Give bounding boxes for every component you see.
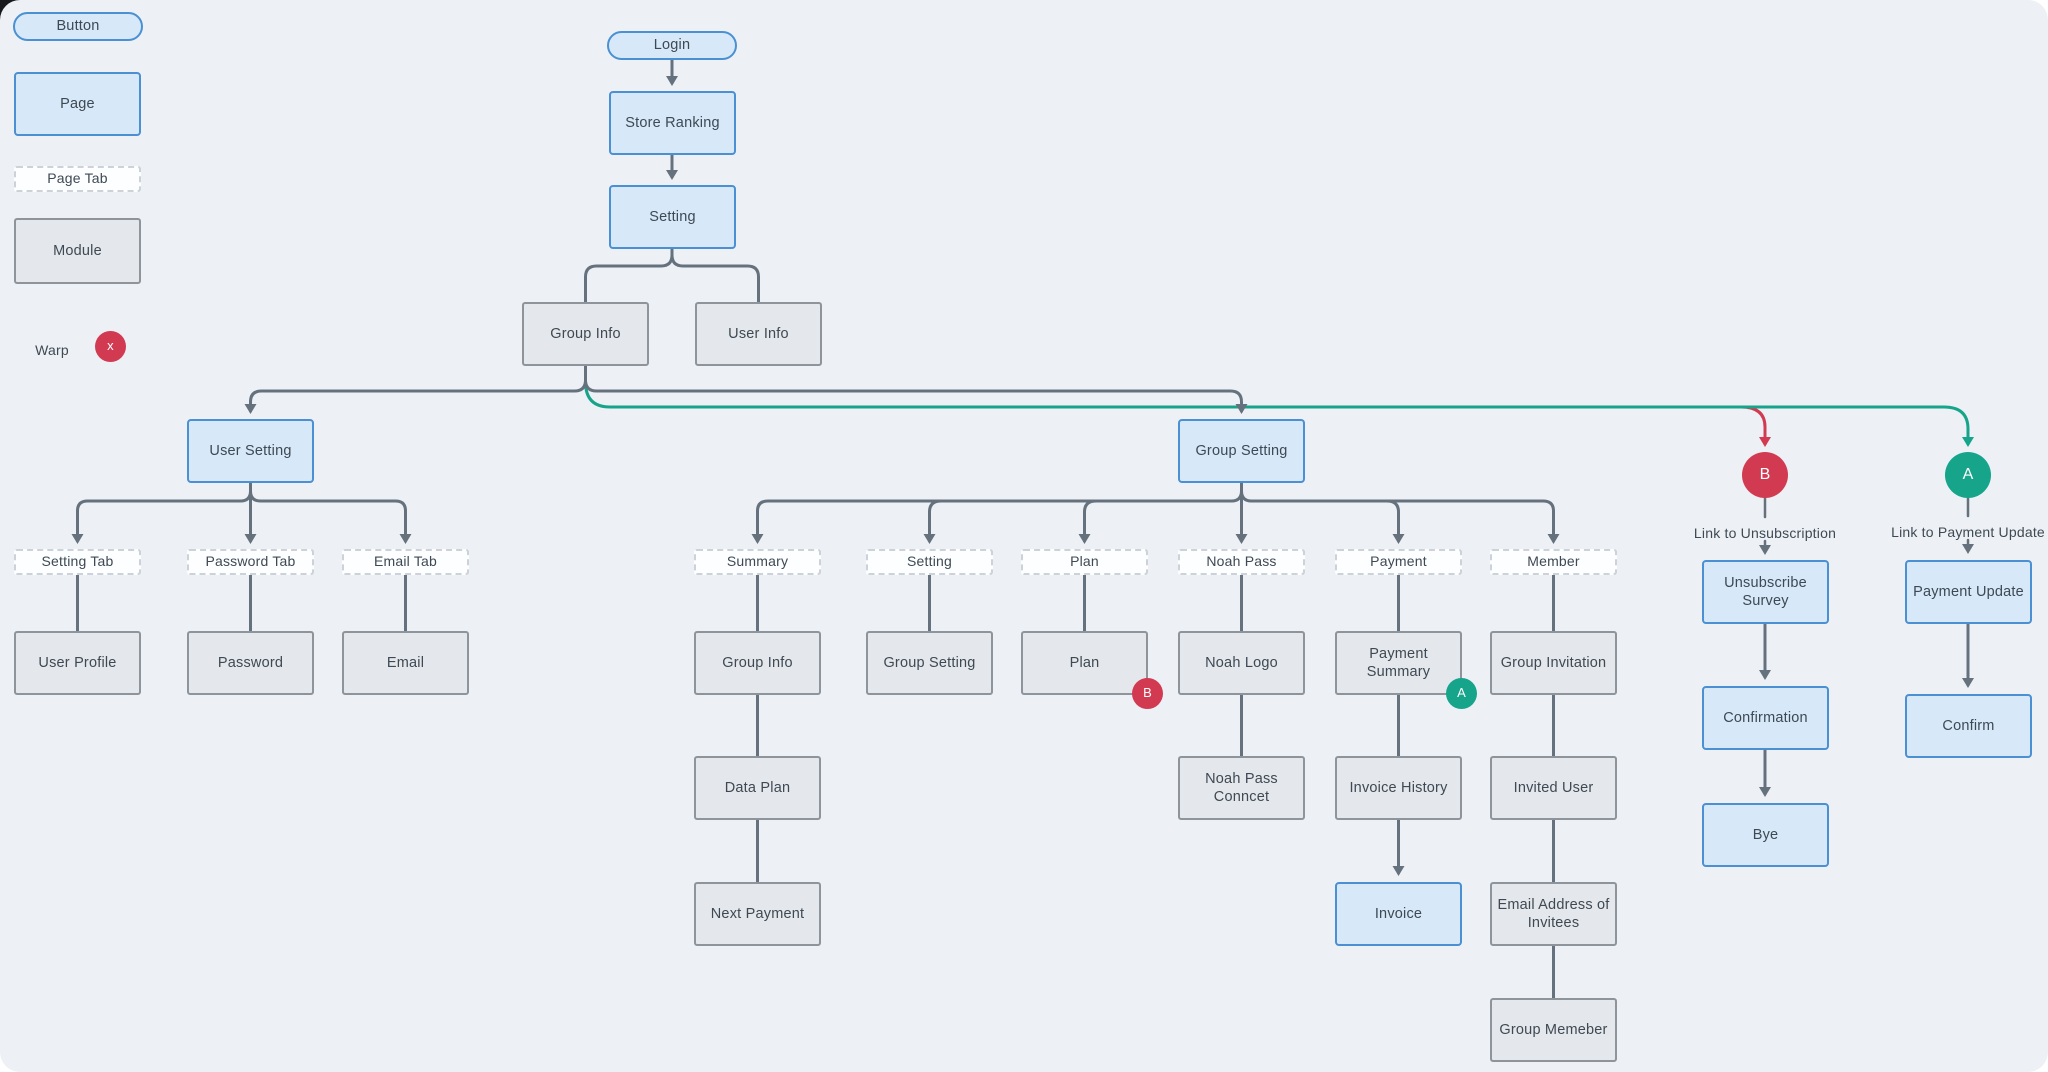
node-group-setting-module[interactable]: Group Setting	[866, 631, 993, 695]
node-email-address-of-invitees[interactable]: Email Address of Invitees	[1490, 882, 1617, 946]
warp-badge-b-on-plan[interactable]: B	[1132, 678, 1163, 709]
node-summary-tab[interactable]: Summary	[694, 549, 821, 575]
edge-group-info-group-setting	[584, 364, 1248, 414]
node-group-invitation[interactable]: Group Invitation	[1490, 631, 1617, 695]
node-bye[interactable]: Bye	[1702, 803, 1829, 867]
legend-warp-icon[interactable]: x	[95, 331, 126, 362]
legend-module[interactable]: Module	[14, 218, 141, 284]
warp-badge-a-on-payment-summary[interactable]: A	[1446, 678, 1477, 709]
node-user-profile[interactable]: User Profile	[14, 631, 141, 695]
warp-target-a[interactable]: A	[1945, 452, 1991, 498]
node-noah-pass-conncet[interactable]: Noah Pass Conncet	[1178, 756, 1305, 820]
edge-warp-to-b	[1686, 405, 1771, 447]
node-setting-tab2[interactable]: Setting	[866, 549, 993, 575]
node-payment-update[interactable]: Payment Update	[1905, 560, 2032, 624]
node-setting[interactable]: Setting	[609, 185, 736, 249]
node-noah-pass-tab[interactable]: Noah Pass	[1178, 549, 1305, 575]
node-payment-tab[interactable]: Payment	[1335, 549, 1462, 575]
link-to-unsubscription-label: Link to Unsubscription	[1693, 525, 1837, 541]
node-password[interactable]: Password	[187, 631, 314, 695]
edge-warp-to-a	[584, 380, 1974, 447]
node-email-tab[interactable]: Email Tab	[342, 549, 469, 575]
node-plan-module[interactable]: Plan	[1021, 631, 1148, 695]
node-data-plan[interactable]: Data Plan	[694, 756, 821, 820]
node-invited-user[interactable]: Invited User	[1490, 756, 1617, 820]
edge-user-setting-setting-tab	[71, 481, 252, 544]
link-to-payment-update-label: Link to Payment Update	[1891, 524, 2045, 540]
edge-group-setting-setting-tab2	[923, 499, 943, 544]
node-noah-logo[interactable]: Noah Logo	[1178, 631, 1305, 695]
node-email[interactable]: Email	[342, 631, 469, 695]
node-member-tab[interactable]: Member	[1490, 549, 1617, 575]
node-group-info[interactable]: Group Info	[522, 302, 649, 366]
node-setting-tab[interactable]: Setting Tab	[14, 549, 141, 575]
node-next-payment[interactable]: Next Payment	[694, 882, 821, 946]
node-plan-tab[interactable]: Plan	[1021, 549, 1148, 575]
edge-setting-user-info	[670, 247, 760, 304]
edge-group-setting-summary-tab	[751, 481, 1243, 544]
warp-target-b[interactable]: B	[1742, 452, 1788, 498]
edge-setting-group-info	[584, 247, 674, 304]
edge-group-setting-plan-tab	[1078, 499, 1098, 544]
node-user-setting[interactable]: User Setting	[187, 419, 314, 483]
node-confirm[interactable]: Confirm	[1905, 694, 2032, 758]
edge-group-setting-member-tab	[1240, 481, 1560, 544]
node-payment-summary[interactable]: Payment Summary	[1335, 631, 1462, 695]
legend-page-tab[interactable]: Page Tab	[14, 166, 141, 192]
edge-user-setting-email-tab	[249, 481, 412, 544]
legend-page[interactable]: Page	[14, 72, 141, 136]
node-password-tab[interactable]: Password Tab	[187, 549, 314, 575]
node-invoice-history[interactable]: Invoice History	[1335, 756, 1462, 820]
node-group-memeber[interactable]: Group Memeber	[1490, 998, 1617, 1062]
edge-group-setting-payment-tab	[1385, 499, 1405, 544]
node-confirmation[interactable]: Confirmation	[1702, 686, 1829, 750]
node-group-setting[interactable]: Group Setting	[1178, 419, 1305, 483]
node-login[interactable]: Login	[607, 31, 737, 60]
node-invoice[interactable]: Invoice	[1335, 882, 1462, 946]
node-store-ranking[interactable]: Store Ranking	[609, 91, 736, 155]
node-unsubscribe-survey[interactable]: Unsubscribe Survey	[1702, 560, 1829, 624]
legend-warp-label: Warp	[35, 342, 69, 358]
node-user-info[interactable]: User Info	[695, 302, 822, 366]
node-group-info-2[interactable]: Group Info	[694, 631, 821, 695]
legend-button[interactable]: Button	[13, 12, 143, 41]
edge-group-info-user-setting	[244, 364, 587, 414]
